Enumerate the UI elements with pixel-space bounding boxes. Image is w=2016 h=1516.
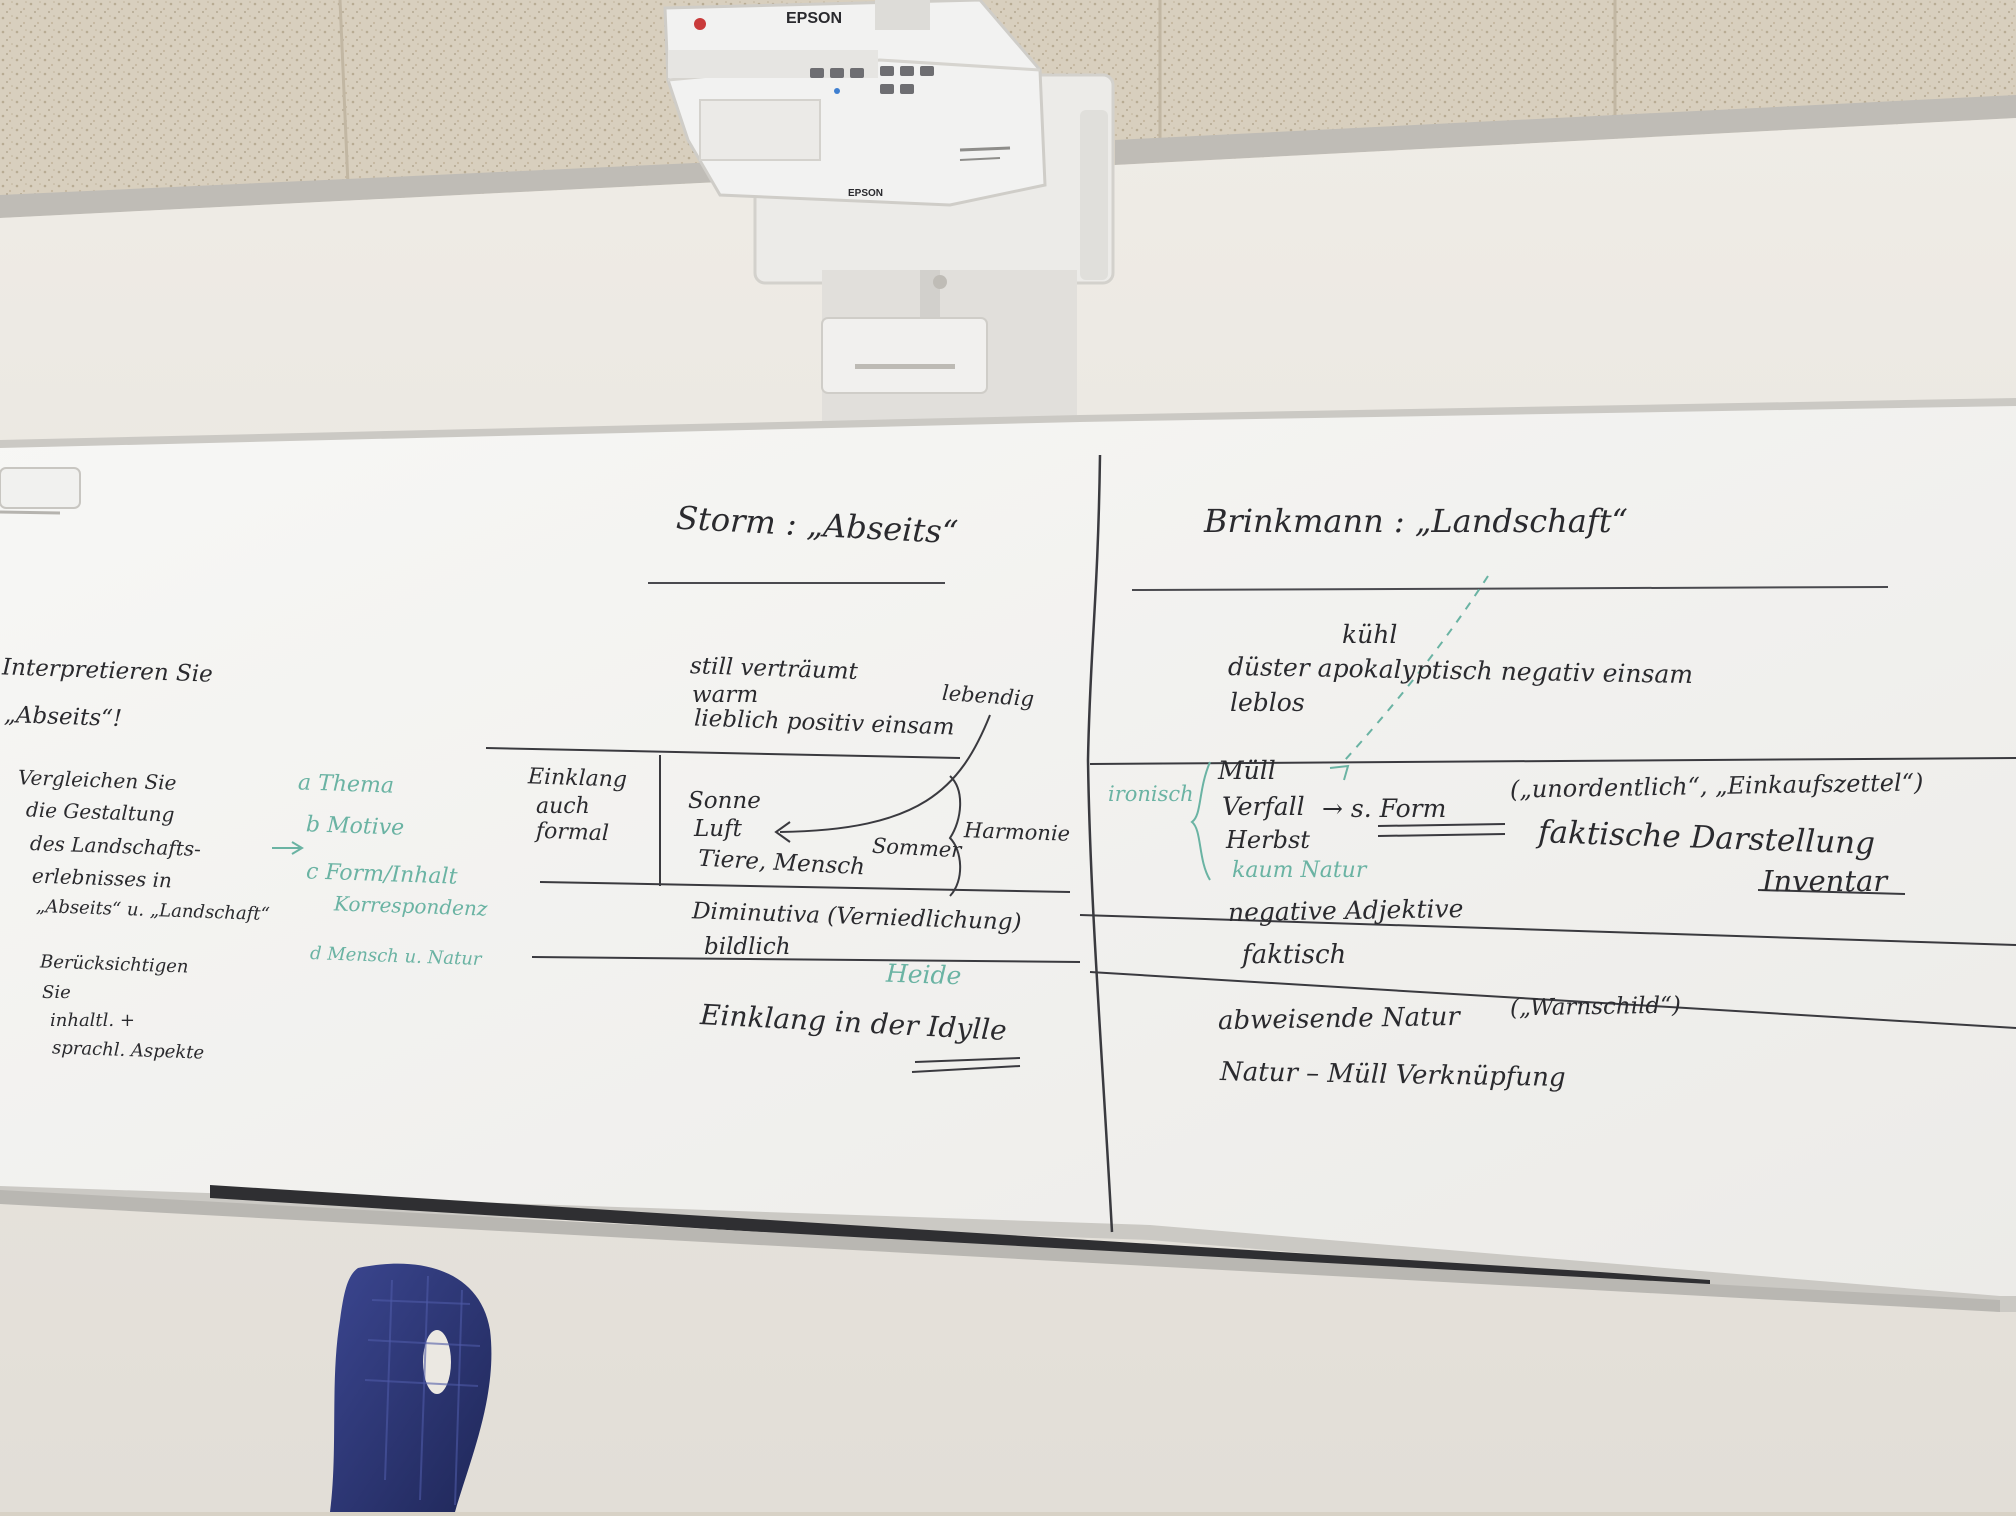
projector-brand-front: EPSON bbox=[848, 188, 884, 199]
storm-bildlich: bildlich bbox=[704, 934, 791, 960]
brinkmann-adjectives-row-2: leblos bbox=[1230, 688, 1305, 717]
storm-cell-luft: Luft bbox=[694, 816, 742, 842]
storm-cell-sonne: Sonne bbox=[688, 788, 761, 814]
aspect-c: c Form/Inhalt bbox=[305, 859, 458, 890]
brinkmann-kaum-natur: kaum Natur bbox=[1232, 858, 1367, 883]
aspect-a: a Thema bbox=[297, 770, 395, 799]
brinkmann-faktisch: faktisch bbox=[1242, 940, 1347, 970]
storm-cell-sommer: Sommer bbox=[871, 833, 962, 863]
projector-brand-top: EPSON bbox=[786, 10, 843, 27]
brinkmann-negative-adj: negative Adjektive bbox=[1227, 893, 1464, 928]
brinkmann-adj-kuehl: kühl bbox=[1342, 620, 1398, 649]
brinkmann-abweisende: abweisende Natur bbox=[1217, 1001, 1460, 1037]
brinkmann-ironisch: ironisch bbox=[1108, 782, 1194, 806]
projector-interface-box bbox=[821, 317, 988, 394]
brinkmann-arrow-form: → s. Form bbox=[1322, 794, 1447, 823]
task-3-line-3: inhaltl. + bbox=[50, 1010, 135, 1031]
chair bbox=[330, 1263, 492, 1512]
aspect-b: b Motive bbox=[305, 812, 405, 841]
storm-einklang-line-1: Einklang bbox=[527, 764, 628, 793]
whiteboard bbox=[0, 406, 2016, 1296]
storm-einklang-line-2: auch bbox=[536, 794, 590, 819]
storm-harmonie: Harmonie bbox=[963, 818, 1071, 846]
brinkmann-cell-muell: Müll bbox=[1218, 756, 1276, 785]
brinkmann-inventar: Inventar bbox=[1762, 864, 1888, 898]
task-1-line-2: „Abseits“! bbox=[3, 701, 123, 733]
storm-heide: Heide bbox=[885, 958, 962, 991]
storm-einklang-line-3: formal bbox=[535, 818, 610, 847]
brinkmann-heading: Brinkmann : „Landschaft“ bbox=[1204, 502, 1628, 540]
storm-adjectives-row-2: warm bbox=[692, 682, 759, 708]
brinkmann-natur-muell: Natur – Müll Verknüpfung bbox=[1219, 1056, 1566, 1094]
brinkmann-warnschild: („Warnschild“) bbox=[1509, 992, 1682, 1022]
task-3-line-2: Sie bbox=[42, 982, 71, 1003]
brinkmann-cell-herbst: Herbst bbox=[1226, 826, 1310, 854]
eraser-holder bbox=[0, 467, 81, 509]
task-2-line-4: erlebnisses in bbox=[31, 863, 173, 893]
brinkmann-cell-verfall: Verfall bbox=[1222, 792, 1305, 821]
task-2-line-2: die Gestaltung bbox=[25, 797, 175, 827]
